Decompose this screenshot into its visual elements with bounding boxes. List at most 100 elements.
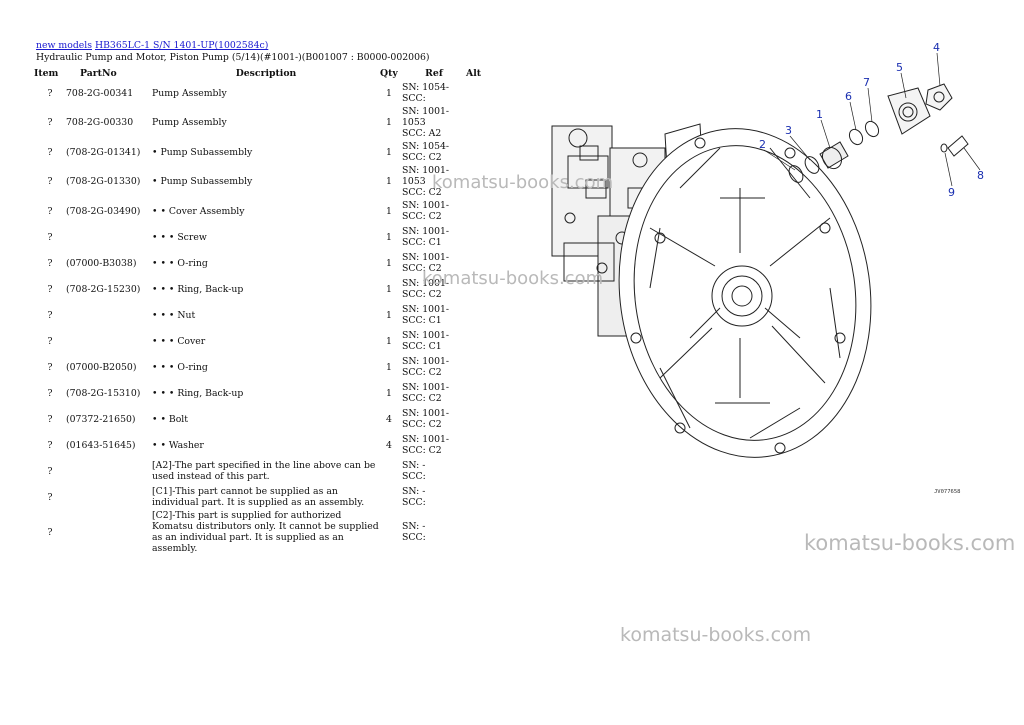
cell-note: [C2]-This part is supplied for authorize…	[152, 510, 379, 554]
cell-item: ?	[47, 87, 53, 99]
ref-scc: SCC: C2	[402, 187, 442, 198]
cell-qty: 1	[386, 335, 392, 347]
cell-ref: SN: -SCC:	[398, 484, 466, 510]
cell-qty: 1	[386, 146, 392, 158]
ref-sn: SN: 1001-	[402, 252, 450, 263]
cell-qty: 4	[386, 413, 392, 425]
breadcrumb-link-new-models[interactable]: new models	[36, 40, 93, 51]
breadcrumb-link-model[interactable]: HB365LC-1 S/N 1401-UP(1002584c)	[94, 40, 269, 51]
cell-qty	[380, 458, 398, 484]
cell-partno	[66, 302, 152, 328]
header-item: Item	[34, 67, 59, 79]
watermark: komatsu-books.com	[804, 531, 1016, 555]
cell-ref: SN: 1001-SCC: C2	[398, 276, 466, 302]
cell-ref: SN: 1001-SCC: C1	[398, 302, 466, 328]
header-ref: Ref	[425, 67, 443, 79]
cell-ref: SN: -SCC:	[398, 458, 466, 484]
header-alt: Alt	[466, 67, 482, 79]
cell-qty: 1	[386, 205, 392, 217]
ref-sn: SN: 1001-	[402, 226, 450, 237]
cell-ref: SN: 1001-SCC: C2	[398, 250, 466, 276]
header-description: Description	[235, 67, 297, 79]
ref-scc: SCC:	[402, 532, 426, 543]
cell-alt	[466, 484, 486, 510]
cell-alt	[466, 224, 486, 250]
pump-drawing	[551, 83, 969, 458]
callout-9: 9	[948, 186, 955, 199]
cell-description: • • • Ring, Back-up	[152, 283, 244, 295]
cell-alt	[466, 510, 486, 554]
callout-6: 6	[845, 90, 852, 103]
cell-description: • • Cover Assembly	[152, 205, 245, 217]
ref-scc: SCC: C2	[402, 367, 442, 378]
cell-partno	[66, 224, 152, 250]
cell-item: ?	[47, 176, 53, 187]
table-header-row: Item PartNo Description Qty Ref Alt	[34, 66, 486, 80]
cell-alt	[466, 139, 486, 165]
cell-ref: SN: 1001-SCC: C2	[398, 432, 466, 458]
cell-alt	[466, 328, 486, 354]
ref-scc: SCC: C2	[402, 152, 442, 163]
ref-sn: SN: 1001-	[402, 382, 450, 393]
note-row: ?[A2]-The part specified in the line abo…	[34, 458, 486, 484]
ref-sn: SN: 1001-	[402, 330, 450, 341]
callout-1: 1	[816, 108, 823, 121]
cell-description: • • • Screw	[152, 231, 207, 243]
cell-partno: (07000-B2050)	[66, 361, 137, 373]
cell-alt	[466, 302, 486, 328]
exploded-parts-diagram: 1 2 3 4 5 6 7 8 9 JV077658	[551, 41, 984, 495]
callout-4: 4	[933, 41, 940, 54]
parts-table: Item PartNo Description Qty Ref Alt ?708…	[34, 66, 486, 555]
header-partno: PartNo	[80, 67, 117, 79]
cell-item: ?	[47, 283, 53, 295]
cell-ref: SN: 1001-SCC: C2	[398, 354, 466, 380]
cell-item: ?	[47, 413, 53, 425]
header-qty: Qty	[380, 67, 398, 79]
cell-item: ?	[47, 257, 53, 269]
ref-scc: SCC:	[402, 471, 426, 482]
cell-qty: 1	[386, 387, 392, 399]
cell-alt	[466, 458, 486, 484]
cell-partno: 708-2G-00341	[66, 87, 134, 99]
note-row: ?[C1]-This part cannot be supplied as an…	[34, 484, 486, 510]
cell-ref: SN: 1054-SCC:	[398, 80, 466, 106]
cell-partno	[66, 458, 152, 484]
ref-sn: SN: 1001-	[402, 200, 450, 211]
cell-description: • • • O-ring	[152, 257, 208, 269]
cell-alt	[466, 80, 486, 106]
cell-qty: 1	[386, 117, 392, 128]
cell-alt	[466, 406, 486, 432]
cell-ref: SN: 1001-SCC: C2	[398, 198, 466, 224]
ref-sn: SN: -	[402, 521, 426, 532]
ref-scc: SCC: C2	[402, 393, 442, 404]
cell-item: ?	[47, 439, 53, 451]
ref-scc: SCC: C2	[402, 445, 442, 456]
ref-sn: SN: 1054-	[402, 82, 450, 93]
cell-qty	[380, 510, 398, 554]
ref-sn: SN: 1001-	[402, 434, 450, 445]
cell-item: ?	[47, 465, 53, 477]
cell-description: • • • Cover	[152, 335, 206, 347]
ref-sn: SN: 1001-	[402, 278, 450, 289]
cell-partno: (01643-51645)	[66, 439, 136, 451]
cell-alt	[466, 106, 486, 139]
cell-description: • • • Ring, Back-up	[152, 387, 244, 399]
cell-description: • Pump Subassembly	[152, 146, 253, 158]
cell-alt	[466, 354, 486, 380]
cell-qty	[380, 484, 398, 510]
callout-7: 7	[863, 76, 870, 89]
cell-ref: SN: 1001-SCC: C1	[398, 328, 466, 354]
ref-scc: SCC: A2	[402, 128, 442, 139]
